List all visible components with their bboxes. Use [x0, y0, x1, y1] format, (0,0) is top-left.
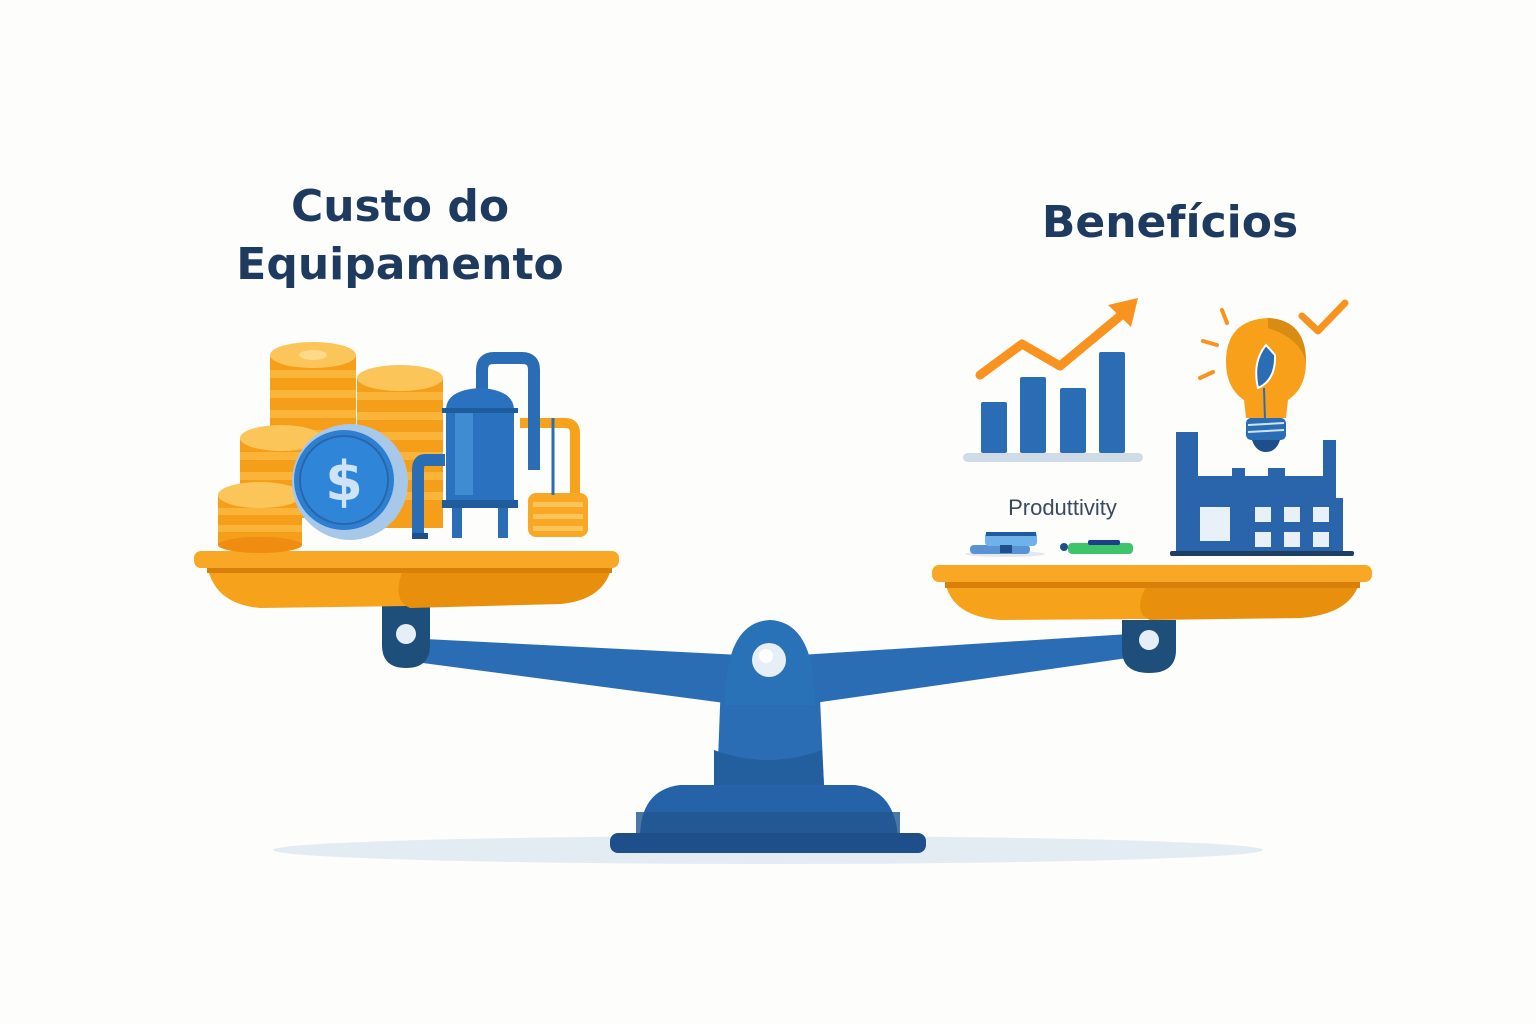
scale-base [610, 785, 926, 853]
left-hanger [382, 605, 430, 668]
factory-icon [1170, 432, 1354, 556]
cost-title-line2: Equipamento [236, 239, 564, 290]
productivity-caption: Produttivity [1008, 495, 1117, 520]
bar-chart-growth-icon [963, 298, 1143, 462]
cost-title-line1: Custo do [290, 181, 510, 232]
lightbulb-leaf-icon [1198, 308, 1306, 452]
small-devices-icons [965, 532, 1133, 557]
right-hanger [1122, 620, 1176, 673]
dollar-coin-icon: $ [292, 424, 408, 540]
left-pan [194, 551, 619, 608]
scale-beam [400, 620, 1148, 705]
cost-title: Custo do Equipamento [200, 178, 600, 294]
checkmark-icon [1298, 299, 1349, 335]
benefits-title: Benefícios [1041, 197, 1299, 248]
svg-text:$: $ [325, 450, 363, 513]
industrial-equipment-icon [412, 352, 588, 539]
right-pan [932, 565, 1372, 620]
